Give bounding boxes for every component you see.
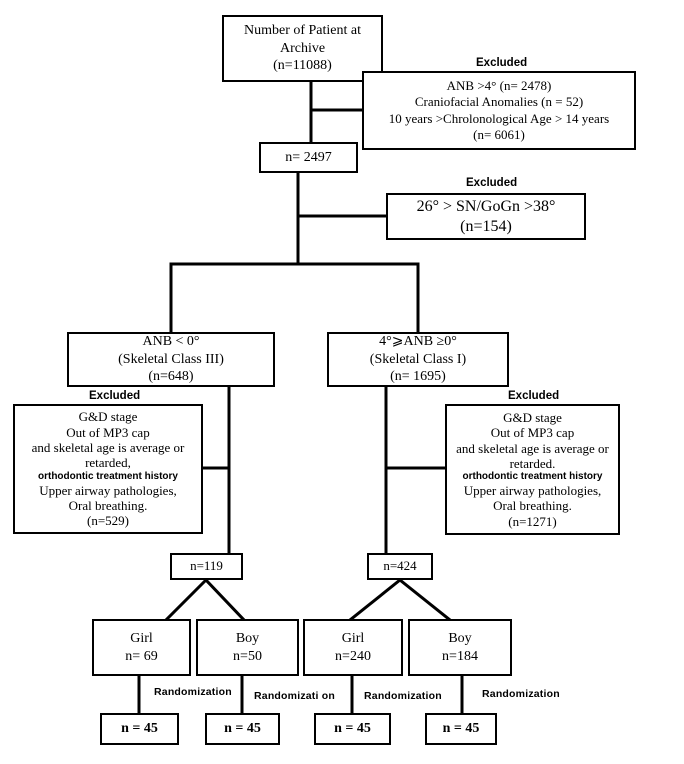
archive-total-box: Number of Patient at Archive (n=11088) <box>222 15 383 82</box>
archive-line3: (n=11088) <box>273 58 332 74</box>
final-group-box: n = 45 <box>314 713 391 745</box>
exclusion-right-line5: orthodontic treatment history <box>462 471 603 483</box>
exclusion-left-line7: Oral breathing. <box>68 497 148 513</box>
after-exclusion1-box: n= 2497 <box>259 142 358 173</box>
right-remaining-count: n=424 <box>383 558 417 574</box>
exclusion-right-line8: (n=1271) <box>508 513 557 529</box>
group-box: Girl n= 69 <box>92 619 191 676</box>
group-count: n= 69 <box>125 648 158 664</box>
group-count: n=50 <box>233 648 262 664</box>
final-group-count: n = 45 <box>224 721 261 737</box>
final-group-count: n = 45 <box>121 721 158 737</box>
exclusion-left-line6: Upper airway pathologies, <box>39 482 177 498</box>
left-remaining-box: n=119 <box>170 553 243 580</box>
skeletal-class3-box: ANB < 0° (Skeletal Class III) (n=648) <box>67 332 275 387</box>
class3-line2: (Skeletal Class III) <box>118 351 224 367</box>
class3-line1: ANB < 0° <box>142 334 200 350</box>
exclusion1-line3: 10 years >Chrolonological Age > 14 years <box>388 110 610 126</box>
randomization-label: Randomization <box>364 690 442 702</box>
exclusion1-box: ANB >4° (n= 2478) Craniofacial Anomalies… <box>362 71 636 150</box>
exclusion-right-line4: retarded. <box>509 455 556 471</box>
exclusion2-heading: Excluded <box>466 177 518 189</box>
group-box: Boy n=184 <box>408 619 512 676</box>
exclusion-left-line3: and skeletal age is average or <box>31 440 185 456</box>
exclusion1-line1: ANB >4° (n= 2478) <box>446 78 552 93</box>
connector-119-to-boy <box>203 577 247 623</box>
randomization-label: Randomization <box>154 686 232 698</box>
exclusion-right-box: G&D stage Out of MP3 cap and skeletal ag… <box>445 404 620 535</box>
final-group-count: n = 45 <box>334 721 371 737</box>
randomization-label: Randomization <box>482 688 560 700</box>
connector-424-to-boy <box>397 577 453 623</box>
exclusion1-line2: Craniofacial Anomalies (n = 52) <box>414 94 584 110</box>
class1-line2: (Skeletal Class I) <box>369 351 467 367</box>
exclusion2-line2: (n=154) <box>460 217 512 235</box>
final-group-box: n = 45 <box>100 713 179 745</box>
right-remaining-box: n=424 <box>367 553 433 580</box>
group-label: Girl <box>130 631 153 646</box>
connector-424-to-girl <box>347 577 403 623</box>
final-group-box: n = 45 <box>205 713 280 745</box>
exclusion-right-line2: Out of MP3 cap <box>490 425 575 441</box>
exclusion-left-line4: retarded, <box>85 455 131 471</box>
final-group-box: n = 45 <box>425 713 497 745</box>
connector-119-to-girl <box>163 577 209 623</box>
exclusion-right-heading: Excluded <box>508 390 560 402</box>
exclusion-right-line7: Oral breathing. <box>493 498 572 514</box>
randomization-label: Randomizati on <box>254 690 335 702</box>
exclusion-left-line1: G&D stage <box>78 409 138 425</box>
group-count: n=184 <box>442 648 478 664</box>
exclusion-left-box: G&D stage Out of MP3 cap and skeletal ag… <box>13 404 203 534</box>
group-label: Girl <box>341 631 365 646</box>
final-group-count: n = 45 <box>442 721 480 737</box>
exclusion2-line1: 26° > SN/GoGn >38° <box>416 197 556 215</box>
class1-line1: 4°⩾ANB ≥0° <box>379 334 457 350</box>
exclusion-left-line5: orthodontic treatment history <box>37 470 178 482</box>
exclusion-right-line6: Upper airway pathologies, <box>463 483 602 499</box>
exclusion-right-line1: G&D stage <box>503 409 562 425</box>
left-remaining-count: n=119 <box>190 558 223 574</box>
skeletal-class1-box: 4°⩾ANB ≥0° (Skeletal Class I) (n= 1695) <box>327 332 509 387</box>
exclusion2-box: 26° > SN/GoGn >38° (n=154) <box>386 193 586 240</box>
group-box: Girl n=240 <box>303 619 403 676</box>
exclusion-left-heading: Excluded <box>89 390 141 402</box>
after-exclusion1-count: n= 2497 <box>285 149 332 165</box>
class3-line3: (n=648) <box>148 369 194 385</box>
exclusion1-heading: Excluded <box>476 57 528 69</box>
exclusion-left-line2: Out of MP3 cap <box>66 424 150 440</box>
exclusion-right-line3: and skeletal age is average or <box>456 440 609 456</box>
archive-line1: Number of Patient at <box>243 23 362 39</box>
group-box: Boy n=50 <box>196 619 299 676</box>
group-label: Boy <box>448 631 472 646</box>
archive-line2: Archive <box>279 40 326 56</box>
exclusion1-line4: (n= 6061) <box>473 126 525 142</box>
group-count: n=240 <box>335 648 371 664</box>
class1-line3: (n= 1695) <box>390 369 446 385</box>
group-label: Boy <box>235 631 260 646</box>
exclusion-left-line8: (n=529) <box>87 513 129 529</box>
